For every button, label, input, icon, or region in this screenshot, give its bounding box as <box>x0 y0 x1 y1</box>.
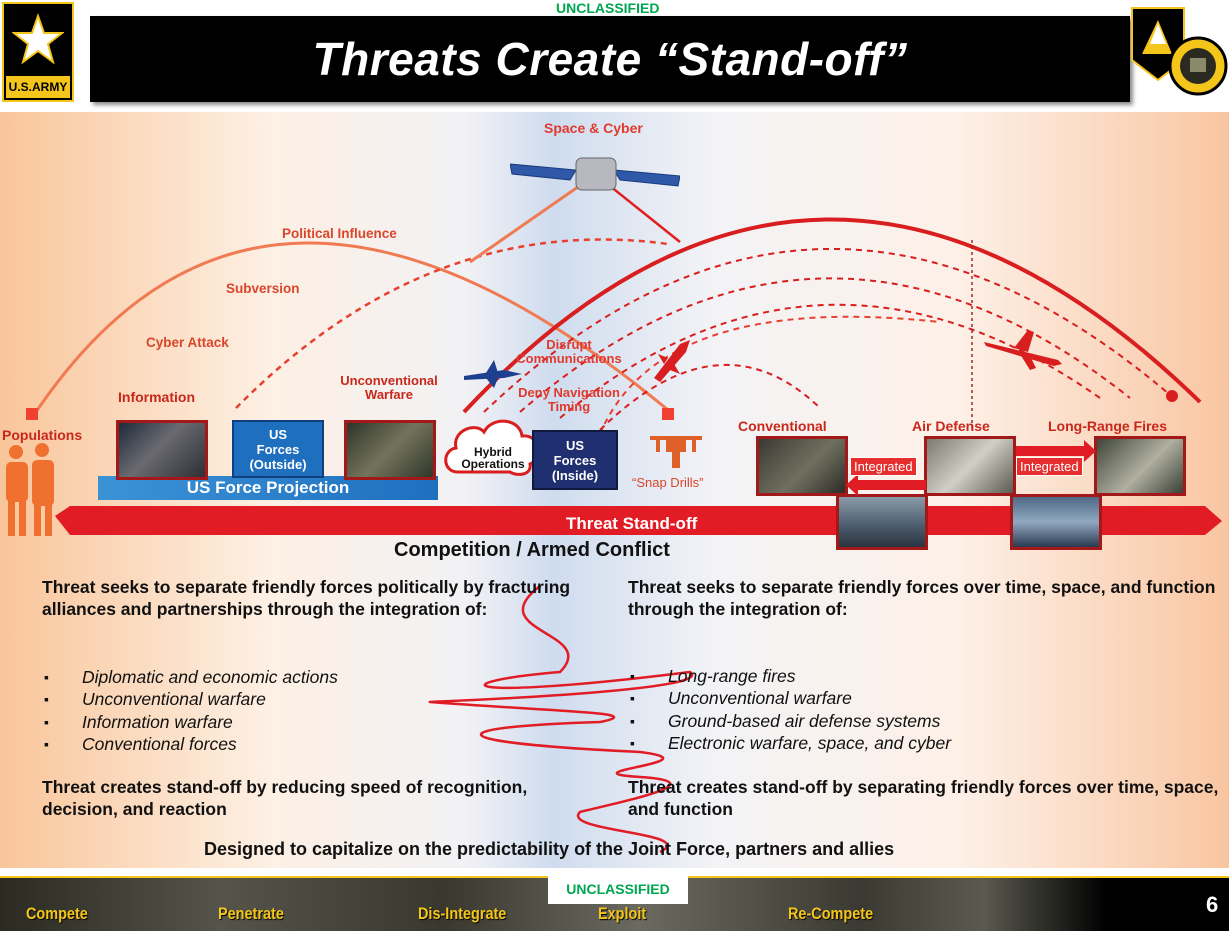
label-unconventional-warfare: Unconventional Warfare <box>330 374 448 402</box>
footer-item-exploit: Exploit <box>598 904 646 924</box>
missile-boat-photo <box>1010 494 1102 550</box>
footer-item-dis-integrate: Dis-Integrate <box>418 904 506 924</box>
unconventional-warfare-photo <box>344 420 436 480</box>
army-star-icon <box>12 10 64 70</box>
threat-standoff-label: Threat Stand-off <box>566 514 697 534</box>
competition-armed-conflict: Competition / Armed Conflict <box>394 539 670 562</box>
threat-bomber-icon <box>984 330 1062 370</box>
label-subversion: Subversion <box>226 281 300 296</box>
right-conclusion: Threat creates stand-off by separating f… <box>628 776 1220 820</box>
left-intro: Threat seeks to separate friendly forces… <box>42 576 582 620</box>
list-item: Information warfare <box>42 711 582 733</box>
hybrid-operations-label: Hybrid Operations <box>452 446 534 470</box>
label-information: Information <box>118 389 195 405</box>
list-item: Electronic warfare, space, and cyber <box>628 732 1188 754</box>
page-title: Threats Create “Stand-off” <box>90 16 1130 102</box>
page-number: 6 <box>1206 892 1218 918</box>
right-intro: Threat seeks to separate friendly forces… <box>628 576 1218 620</box>
information-photo <box>116 420 208 480</box>
footer-item-re-compete: Re-Compete <box>788 904 873 924</box>
unit-insignia-icon <box>1128 4 1228 100</box>
left-bullet-list: Diplomatic and economic actions Unconven… <box>42 666 582 755</box>
label-disrupt-communications: Disrupt Communications <box>504 338 634 366</box>
bottom-line: Designed to capitalize on the predictabi… <box>204 838 894 860</box>
army-logo: U.S.ARMY <box>2 2 74 102</box>
us-forces-outside: US Forces (Outside) <box>232 420 324 478</box>
classification-bottom-box: UNCLASSIFIED <box>548 876 688 904</box>
label-long-range-fires: Long-Range Fires <box>1048 418 1167 434</box>
footer-item-compete: Compete <box>26 904 88 924</box>
label-conventional: Conventional <box>738 418 827 434</box>
list-item: Diplomatic and economic actions <box>42 666 582 688</box>
label-cyber-attack: Cyber Attack <box>146 335 229 350</box>
list-item: Unconventional warfare <box>628 687 1188 709</box>
list-item: Ground-based air defense systems <box>628 710 1188 732</box>
list-item: Long-range fires <box>628 665 1188 687</box>
drone-icon <box>648 432 704 472</box>
left-conclusion: Threat creates stand-off by reducing spe… <box>42 776 542 820</box>
classification-top: UNCLASSIFIED <box>556 0 659 16</box>
naval-photo <box>836 494 928 550</box>
conventional-photo <box>756 436 848 496</box>
populations-icon <box>2 442 64 538</box>
label-air-defense: Air Defense <box>912 418 990 434</box>
list-item: Unconventional warfare <box>42 688 582 710</box>
integrated-label-right: Integrated <box>1016 457 1083 476</box>
right-bullet-list: Long-range fires Unconventional warfare … <box>628 665 1188 754</box>
list-item: Conventional forces <box>42 733 582 755</box>
footer-item-penetrate: Penetrate <box>218 904 284 924</box>
label-snap-drills: “Snap Drills” <box>632 475 704 490</box>
label-space-cyber: Space & Cyber <box>544 120 643 136</box>
label-populations: Populations <box>2 427 82 443</box>
air-defense-photo <box>924 436 1016 496</box>
long-range-fires-photo <box>1094 436 1186 496</box>
integrated-arrow-left <box>846 474 926 496</box>
satellite-icon <box>510 150 680 200</box>
army-logo-text: U.S.ARMY <box>6 76 70 98</box>
classification-bottom: UNCLASSIFIED <box>566 881 669 897</box>
integrated-label-left: Integrated <box>850 457 917 476</box>
us-forces-inside: US Forces (Inside) <box>532 430 618 490</box>
friendly-jet-icon <box>464 360 522 388</box>
label-political-influence: Political Influence <box>282 226 397 241</box>
label-deny-navigation-timing: Deny Navigation Timing <box>504 386 634 414</box>
threat-jet-icon <box>650 338 694 382</box>
title-bar: Threats Create “Stand-off” <box>90 16 1130 102</box>
